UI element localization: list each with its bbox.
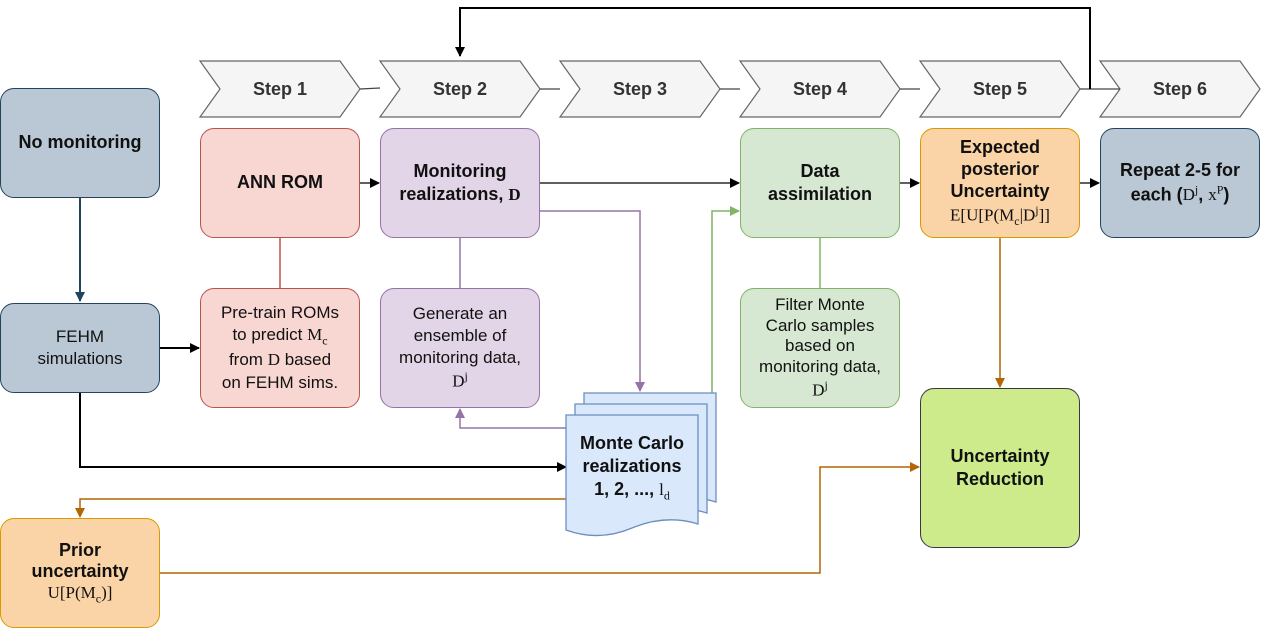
expected-math-sub: c — [1014, 214, 1020, 229]
expected-line3: Uncertainty — [950, 181, 1050, 202]
filter-line2: Carlo samples — [765, 315, 875, 335]
expected-box: Expected posterior Uncertainty E[U[P(Mc|… — [920, 128, 1080, 238]
step-6-label: Step 6 — [1152, 79, 1208, 99]
monte-carlo-line1: Monte Carlo — [579, 432, 684, 453]
pretrain-math-sub: c — [322, 333, 328, 348]
step-5-label: Step 5 — [972, 79, 1028, 99]
monte-carlo-label: Monte Carlo realizations 1, 2, ..., ld — [566, 418, 698, 518]
repeat-line1: Repeat 2-5 for — [1119, 160, 1241, 181]
step-1-label: Step 1 — [252, 79, 308, 99]
filter-line1: Filter Monte — [775, 294, 865, 314]
ann-rom-label: ANN ROM — [237, 172, 323, 193]
prior-math-sub: c — [95, 591, 102, 606]
step-3-chevron — [558, 60, 721, 118]
prior-math-b: )] — [101, 583, 113, 603]
no-monitoring-box: No monitoring — [0, 88, 160, 198]
filter-sup: j — [824, 377, 828, 392]
arrow-montecarlo-prior — [75, 498, 566, 518]
repeat-sep: , — [1198, 184, 1209, 205]
monitoring-line2: realizations, — [399, 184, 504, 204]
pretrain-math-d: D — [267, 350, 280, 370]
pretrain-line4: on FEHM sims. — [221, 372, 339, 392]
monte-carlo-line3: 1, 2, ..., — [594, 479, 660, 500]
expected-math-a: E[U[P(M — [950, 205, 1015, 225]
step-4-chevron — [738, 60, 901, 118]
repeat-close: ) — [1223, 184, 1230, 205]
expected-math-sup: j — [1035, 203, 1039, 218]
filter-line4: monitoring data, — [759, 357, 881, 377]
fehm-box: FEHM simulations — [0, 303, 160, 393]
repeat-math-x: x — [1208, 185, 1217, 205]
generate-math: D — [452, 371, 465, 391]
filter-math: D — [812, 380, 825, 400]
monitoring-line1: Monitoring — [413, 160, 507, 181]
expected-line1: Expected — [959, 137, 1041, 158]
pretrain-line2: to predict — [232, 325, 303, 345]
generate-line3: monitoring data, — [399, 348, 521, 368]
data-assimilation-box: Data assimilation — [740, 128, 900, 238]
step-5-chevron — [918, 60, 1081, 118]
fehm-line1: FEHM — [55, 326, 105, 346]
expected-line2: posterior — [960, 159, 1039, 180]
loop-arrow — [455, 7, 1091, 89]
prior-box: Prior uncertainty U[P(Mc)] — [0, 518, 160, 628]
uncertainty-reduction-box: Uncertainty Reduction — [920, 388, 1080, 548]
monte-carlo-math: l — [659, 480, 664, 500]
arrow-montecarlo-generate — [455, 408, 566, 429]
monte-carlo-stack — [565, 392, 717, 537]
assim-line2: assimilation — [767, 184, 873, 204]
pretrain-math-m: M — [307, 325, 323, 345]
pretrain-box: Pre-train ROMs to predict Mc from D base… — [200, 288, 360, 408]
monitoring-math: D — [508, 185, 521, 204]
monte-carlo-line2: realizations — [582, 456, 682, 476]
step-1-chevron — [198, 60, 361, 118]
repeat-math-d: D — [1182, 185, 1195, 205]
fehm-line2: simulations — [37, 349, 123, 368]
reduction-line1: Uncertainty — [950, 445, 1050, 466]
generate-line1: Generate an — [412, 303, 508, 323]
pretrain-line3-pre: from — [228, 350, 263, 370]
prior-line2: uncertainty — [31, 561, 129, 582]
reduction-line2: Reduction — [956, 469, 1044, 489]
expected-math-b: |D — [1019, 205, 1036, 225]
arrow-prior-reduction — [160, 462, 920, 574]
arrow-fehm-montecarlo — [79, 393, 567, 472]
generate-sup: j — [464, 369, 468, 384]
pretrain-line3-post: based — [284, 350, 332, 370]
filter-line3: based on — [785, 336, 855, 356]
step-4-label: Step 4 — [792, 79, 848, 99]
pretrain-line1: Pre-train ROMs — [220, 303, 340, 323]
step-2-label: Step 2 — [432, 79, 488, 99]
monitoring-box: Monitoring realizations, D — [380, 128, 540, 238]
ann-rom-box: ANN ROM — [200, 128, 360, 238]
step-3-label: Step 3 — [612, 79, 668, 99]
generate-line2: ensemble of — [413, 326, 507, 346]
generate-box: Generate an ensemble of monitoring data,… — [380, 288, 540, 408]
monte-carlo-sub: d — [663, 488, 670, 503]
filter-box: Filter Monte Carlo samples based on moni… — [740, 288, 900, 408]
repeat-box: Repeat 2-5 for each (Dj, xP) — [1100, 128, 1260, 238]
prior-line1: Prior — [58, 539, 101, 560]
repeat-line2-pre: each ( — [1130, 184, 1183, 205]
arrow-montecarlo-assim — [711, 206, 740, 394]
arrow-monitoring-montecarlo — [540, 210, 645, 392]
repeat-sup-j: j — [1194, 182, 1199, 197]
no-monitoring-label: No monitoring — [18, 132, 142, 153]
prior-math-a: U[P(M — [47, 583, 96, 603]
step-2-chevron — [378, 60, 541, 118]
assim-line1: Data — [800, 160, 840, 181]
expected-math-c: ]] — [1038, 205, 1050, 225]
repeat-sup-p: P — [1216, 182, 1224, 197]
